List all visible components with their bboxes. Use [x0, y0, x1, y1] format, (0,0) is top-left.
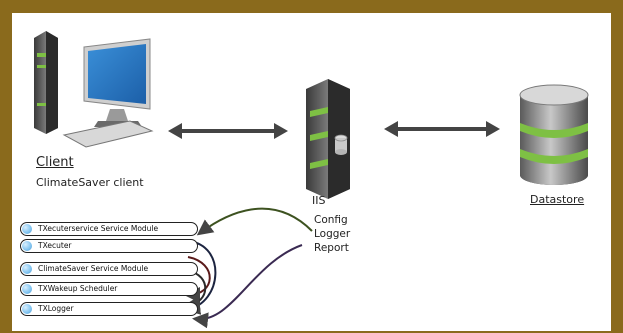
module-connections [184, 207, 313, 329]
client-monitor-icon [83, 38, 151, 127]
iis-item-report: Report [314, 242, 349, 254]
module-item: ClimateSaver Service Module [20, 262, 198, 276]
curve-green [196, 207, 313, 236]
module-item: TXecuterservice Service Module [20, 222, 198, 236]
client-title: Client [36, 155, 74, 170]
module-item: TXWakeup Scheduler [20, 282, 198, 296]
iis-item-config: Config [314, 214, 348, 226]
client-subtitle: ClimateSaver client [36, 176, 144, 189]
module-item: TXLogger [20, 302, 198, 316]
client-keyboard-icon [62, 120, 154, 148]
module-label: ClimateSaver Service Module [38, 264, 149, 273]
iis-item-logger: Logger [314, 228, 351, 240]
module-bullet-icon [22, 304, 32, 314]
diagram-graphics [34, 31, 589, 329]
module-label: TXWakeup Scheduler [38, 284, 118, 293]
client-tower-icon [34, 31, 58, 134]
module-label: TXLogger [38, 304, 74, 313]
datastore-icon [519, 84, 589, 185]
module-label: TXecuterservice Service Module [38, 224, 159, 233]
diagram-canvas: Client ClimateSaver client IIS Config Lo… [12, 13, 611, 331]
module-bullet-icon [22, 264, 32, 274]
iis-server-icon [306, 79, 350, 199]
module-bullet-icon [22, 284, 32, 294]
module-bullet-icon [22, 241, 32, 251]
iis-title: IIS [312, 194, 326, 207]
module-label: TXecuter [38, 241, 72, 250]
datastore-title: Datastore [530, 193, 585, 206]
iis-datastore-arrow [384, 121, 500, 137]
curve-purple [192, 244, 303, 329]
module-item: TXecuter [20, 239, 198, 253]
client-iis-arrow [168, 123, 288, 139]
module-bullet-icon [22, 224, 32, 234]
